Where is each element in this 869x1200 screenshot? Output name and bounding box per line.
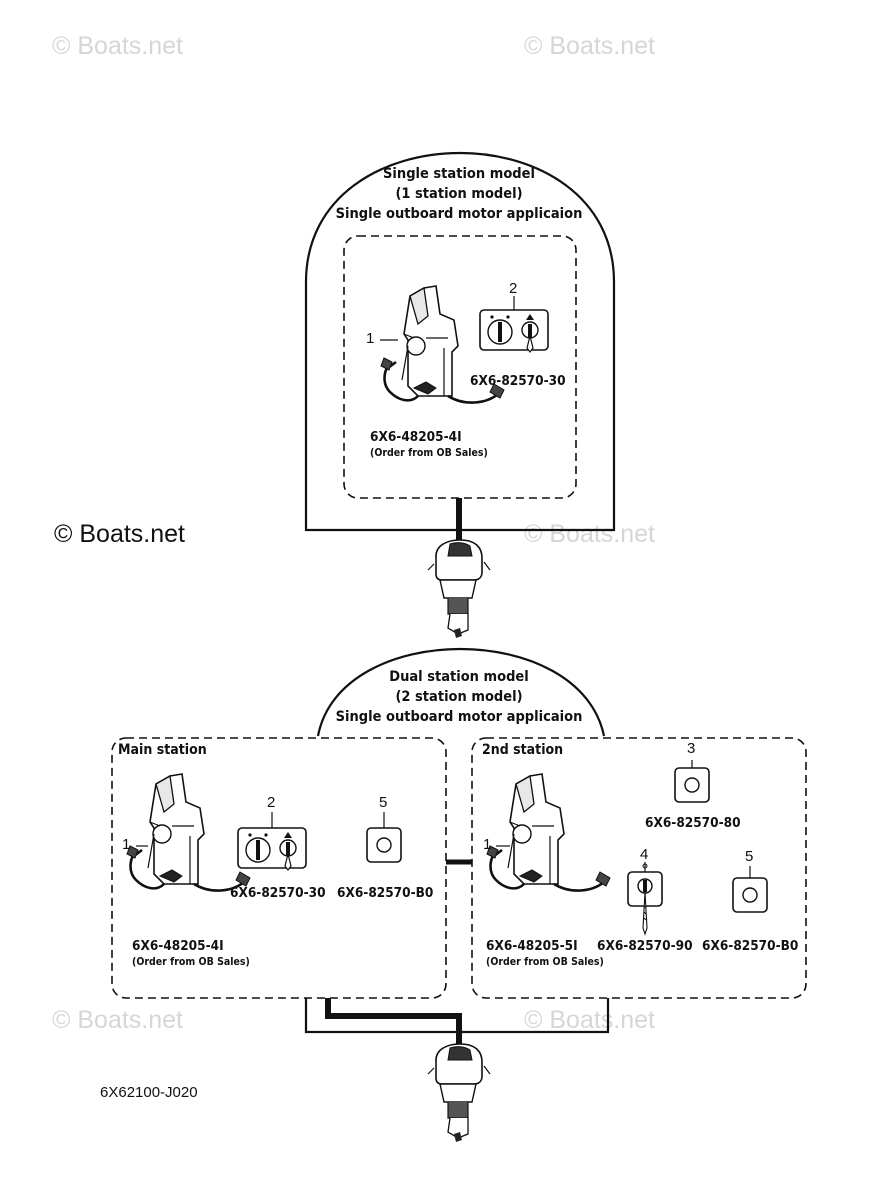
single-part1-number: 6X6-48205-4I	[370, 429, 462, 445]
single-part1-note: (Order from OB Sales)	[370, 447, 488, 459]
second-part4-number: 6X6-82570-90	[597, 938, 693, 954]
dual-second-cable	[459, 998, 610, 1034]
second-part1-number: 6X6-48205-5I	[486, 938, 578, 954]
diagram-code: 6X62100-J020	[100, 1084, 198, 1101]
main-station-label: Main station	[118, 742, 207, 758]
second-station-dashed-box	[471, 737, 807, 999]
second-callout-3: 3	[687, 740, 696, 757]
second-remote-control-icon	[485, 772, 612, 892]
second-callout-4: 4	[640, 846, 649, 863]
main-callout-2: 2	[267, 794, 276, 811]
outboard-motor-icon-bottom	[427, 1043, 491, 1143]
dual-station-title-line2: (2 station model)	[395, 689, 523, 705]
main-callout-5: 5	[379, 794, 388, 811]
main-part2-number: 6X6-82570-30	[230, 885, 326, 901]
second-part3-number: 6X6-82570-80	[645, 815, 741, 831]
second-push-button-icon-3	[674, 767, 710, 803]
second-key-switch-icon	[627, 863, 663, 935]
main-callout-1: 1	[122, 836, 131, 853]
single-part2-number: 6X6-82570-30	[470, 373, 566, 389]
single-station-title-line3: Single outboard motor applicaion	[335, 206, 583, 222]
main-remote-control-icon	[125, 772, 252, 892]
main-part1-number: 6X6-48205-4I	[132, 938, 224, 954]
watermark-top-right: © Boats.net	[524, 32, 655, 60]
second-callout-5: 5	[745, 848, 754, 865]
dual-station-title-line1: Dual station model	[389, 669, 529, 685]
watermark-top-left: © Boats.net	[52, 32, 183, 60]
single-station-title-line1: Single station model	[383, 166, 535, 182]
dual-main-cable	[325, 998, 462, 1046]
main-part1-note: (Order from OB Sales)	[132, 956, 250, 968]
single-callout-2: 2	[509, 280, 518, 297]
outboard-motor-icon-top	[427, 539, 491, 639]
single-station-title-line2: (1 station model)	[395, 186, 523, 202]
second-push-button-icon-5	[732, 877, 768, 913]
main-switch-panel-icon	[237, 827, 307, 871]
single-callout-1: 1	[366, 330, 375, 347]
watermark-mid-right: © Boats.net	[524, 520, 655, 548]
main-part5-number: 6X6-82570-B0	[337, 885, 434, 901]
second-callout-1: 1	[483, 836, 492, 853]
second-part1-note: (Order from OB Sales)	[486, 956, 604, 968]
main-push-button-icon	[366, 827, 402, 863]
watermark-mid-left: © Boats.net	[54, 520, 185, 548]
watermark-bottom-right: © Boats.net	[524, 1006, 655, 1034]
second-part5-number: 6X6-82570-B0	[702, 938, 799, 954]
single-switch-panel-icon	[479, 309, 549, 353]
single-station-enclosure	[304, 151, 616, 532]
watermark-bottom-left: © Boats.net	[52, 1006, 183, 1034]
second-station-label: 2nd station	[482, 742, 564, 758]
dual-station-arch	[316, 647, 606, 737]
main-station-dashed-box	[111, 737, 447, 999]
dual-station-title-line3: Single outboard motor applicaion	[335, 709, 583, 725]
single-station-dashed-box	[343, 235, 577, 499]
